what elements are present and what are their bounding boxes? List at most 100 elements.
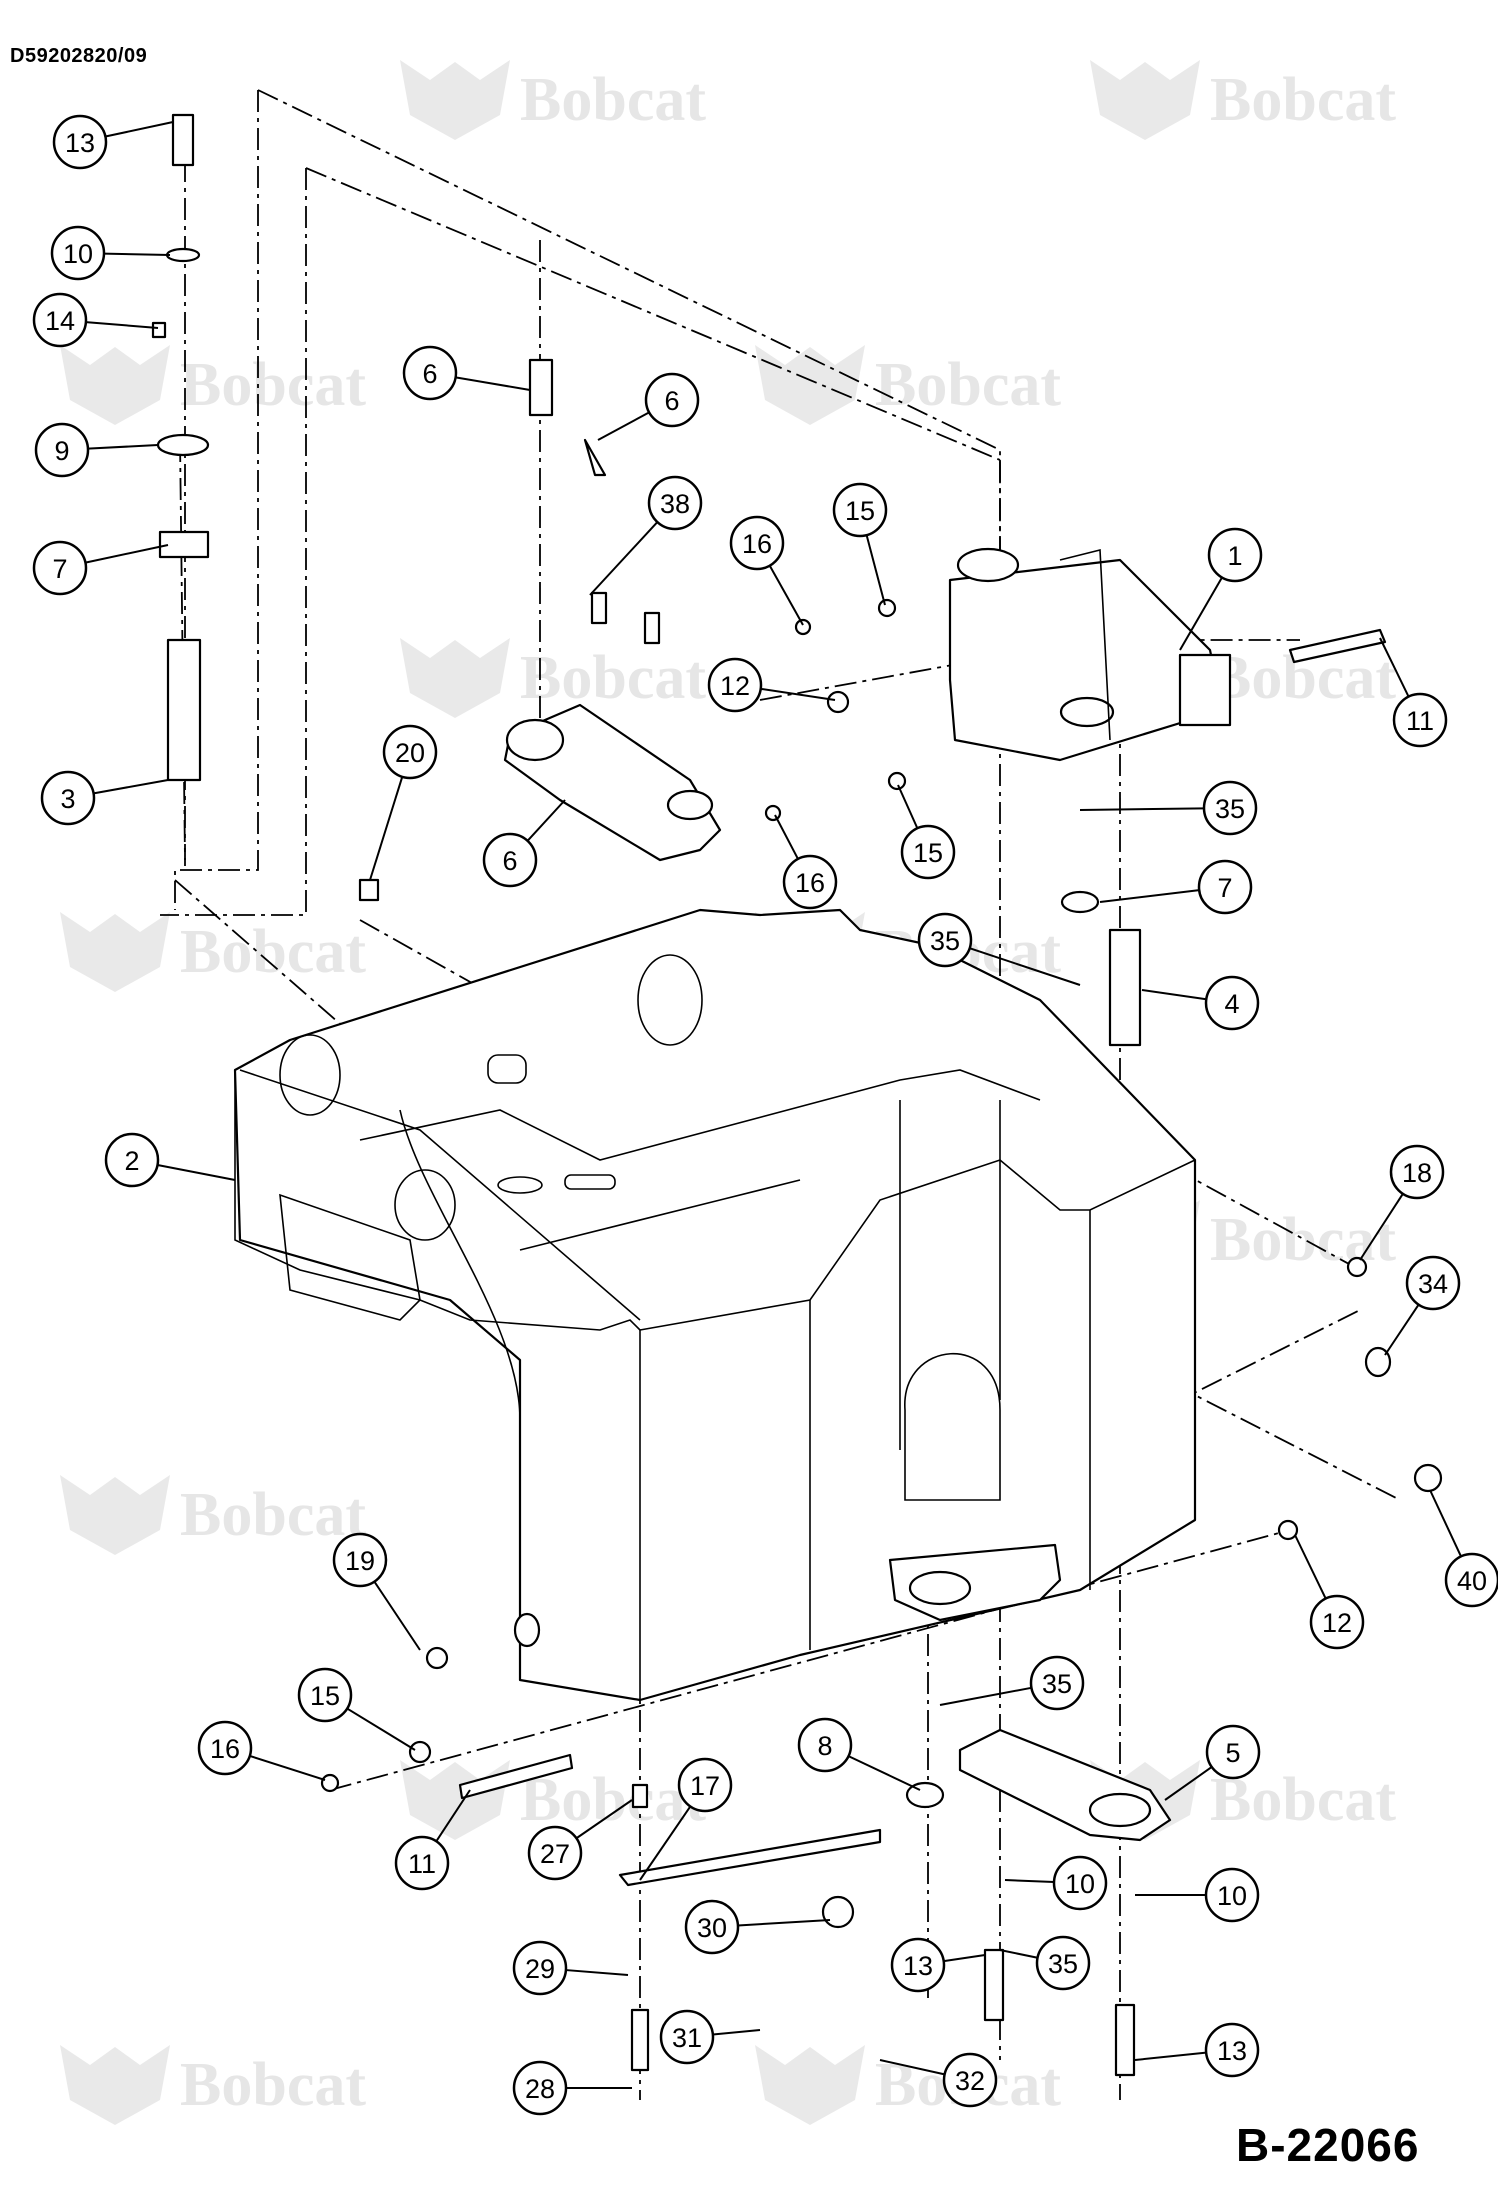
callout-circle xyxy=(1052,1855,1108,1911)
callout-40: 40 xyxy=(1444,1552,1498,1608)
callout-8: 8 xyxy=(797,1717,853,1773)
callout-number: 27 xyxy=(540,1839,570,1869)
callout-number: 18 xyxy=(1402,1158,1432,1188)
callout-number: 14 xyxy=(45,306,75,336)
callout-circle xyxy=(1309,1594,1365,1650)
callout-10: 10 xyxy=(1204,1867,1260,1923)
callout-circle xyxy=(197,1720,253,1776)
callout-number: 12 xyxy=(1322,1608,1352,1638)
callout-number: 16 xyxy=(795,868,825,898)
callout-17: 17 xyxy=(677,1757,733,1813)
watermark-text: Bobcat xyxy=(875,351,1061,419)
callout-leader-line xyxy=(565,1969,629,1976)
callout-1: 1 xyxy=(1207,527,1263,583)
callout-number: 8 xyxy=(817,1731,832,1761)
callout-leader-line xyxy=(897,784,919,829)
callout-15: 15 xyxy=(832,482,888,538)
callout-16: 16 xyxy=(197,1720,253,1776)
swing-bracket xyxy=(948,547,1232,762)
watermark-text: Bobcat xyxy=(520,1766,706,1834)
callout-leader-line xyxy=(369,776,404,881)
callout-number: 11 xyxy=(408,1849,436,1879)
callout-number: 12 xyxy=(720,671,750,701)
watermark-logo-icon xyxy=(755,345,865,425)
callout-15: 15 xyxy=(297,1667,353,1723)
callout-35: 35 xyxy=(1035,1935,1091,1991)
callout-7: 7 xyxy=(32,540,88,596)
watermark-bobcat: Bobcat xyxy=(755,345,1061,425)
callout-leader-line xyxy=(848,1755,921,1791)
callout-leader-line xyxy=(939,1686,1032,1706)
callout-number: 9 xyxy=(54,436,69,466)
callout-circle xyxy=(1205,1724,1261,1780)
callout-35: 35 xyxy=(917,912,973,968)
callout-circle xyxy=(512,2060,568,2116)
callout-number: 35 xyxy=(1048,1949,1078,1979)
callout-circle xyxy=(1202,780,1258,836)
callout-leader-line xyxy=(589,521,659,596)
callout-leader-line xyxy=(1079,807,1205,811)
watermark-logo-icon xyxy=(400,60,510,140)
callout-circle xyxy=(50,225,106,281)
callout-leader-line xyxy=(85,321,159,329)
callout-circle xyxy=(1207,527,1263,583)
callout-circle xyxy=(707,657,763,713)
watermark-logo-icon xyxy=(60,912,170,992)
callout-leader-line xyxy=(737,1919,831,1927)
callout-circle xyxy=(332,1532,388,1588)
swing-cylinder xyxy=(503,358,722,862)
callout-number: 10 xyxy=(1217,1881,1247,1911)
callout-circle xyxy=(647,475,703,531)
callout-circle xyxy=(1035,1935,1091,1991)
callout-4: 4 xyxy=(1204,975,1260,1031)
callout-circle xyxy=(782,854,838,910)
callout-7: 7 xyxy=(1197,859,1253,915)
callout-number: 28 xyxy=(525,2074,555,2104)
callout-number: 35 xyxy=(1042,1669,1072,1699)
callout-leader-line xyxy=(639,1805,692,1881)
callout-number: 6 xyxy=(502,846,517,876)
callout-leader-line xyxy=(712,2029,761,2036)
callout-circle xyxy=(890,1937,946,1993)
callout-number: 35 xyxy=(930,926,960,956)
callout-number: 40 xyxy=(1457,1566,1487,1596)
callout-29: 29 xyxy=(512,1940,568,1996)
callout-number: 13 xyxy=(903,1951,933,1981)
callout-35: 35 xyxy=(1202,780,1258,836)
callout-28: 28 xyxy=(512,2060,568,2116)
callout-number: 30 xyxy=(697,1913,727,1943)
watermark-bobcat: Bobcat xyxy=(60,912,366,992)
callout-10: 10 xyxy=(50,225,106,281)
watermark-logo-icon xyxy=(400,638,510,718)
watermark-bobcat: Bobcat xyxy=(755,2045,1061,2125)
callout-leader-line xyxy=(526,799,566,842)
callout-leader-line xyxy=(768,565,804,626)
watermark-bobcat: Bobcat xyxy=(400,60,706,140)
watermark-logo-icon xyxy=(60,345,170,425)
callout-number: 13 xyxy=(1217,2036,1247,2066)
watermark-bobcat: Bobcat xyxy=(60,2045,366,2125)
callout-number: 15 xyxy=(845,496,875,526)
callout-circle xyxy=(34,422,90,478)
callout-leader-line xyxy=(597,411,650,441)
callout-leader-line xyxy=(455,376,531,391)
callout-14: 14 xyxy=(32,292,88,348)
callout-circle xyxy=(297,1667,353,1723)
watermark-text: Bobcat xyxy=(180,918,366,986)
callout-leader-line xyxy=(1379,637,1410,698)
callout-circle xyxy=(900,824,956,880)
callout-circle xyxy=(1197,859,1253,915)
callout-leader-line xyxy=(1141,989,1207,1001)
callout-circle xyxy=(644,372,700,428)
watermark-bobcat: Bobcat xyxy=(60,1475,366,1555)
watermark-text: Bobcat xyxy=(1210,66,1396,134)
callout-circle xyxy=(527,1825,583,1881)
callout-circle xyxy=(1204,975,1260,1031)
callout-number: 3 xyxy=(60,784,75,814)
watermark-text: Bobcat xyxy=(180,1481,366,1549)
callout-circle xyxy=(1444,1552,1498,1608)
callout-leader-line xyxy=(1164,1766,1213,1801)
callout-circle xyxy=(40,770,96,826)
callout-number: 15 xyxy=(913,838,943,868)
